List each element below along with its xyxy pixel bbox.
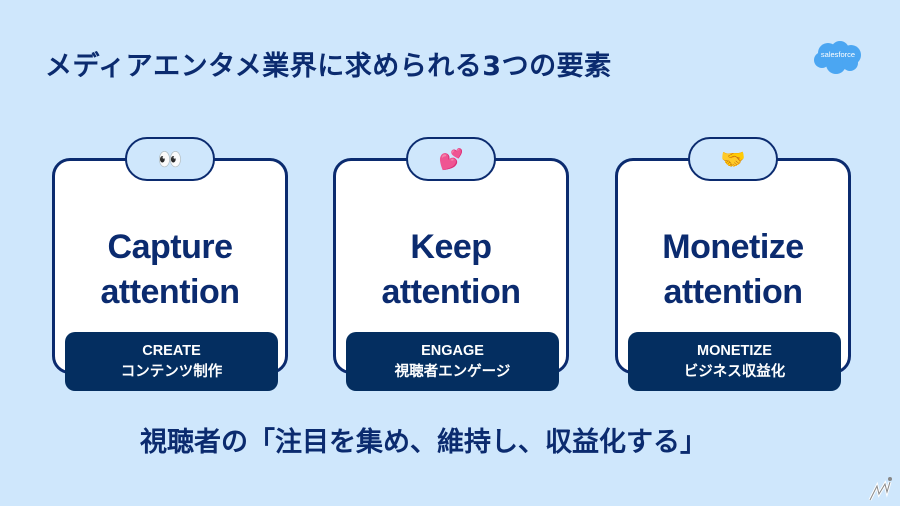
handshake-icon: 🤝 (688, 137, 778, 181)
cloud-icon (814, 41, 861, 74)
slide-title: メディアエンタメ業界に求められる3つの要素 (45, 51, 612, 82)
card-tag: CREATE コンテンツ制作 (65, 332, 278, 391)
card-tag: ENGAGE 視聴者エンゲージ (346, 332, 559, 391)
card-monetize: 🤝 Monetize attention MONETIZE ビジネス収益化 (615, 137, 851, 391)
card-heading: Capture attention (100, 228, 240, 311)
logo-text: salesforce (820, 50, 856, 59)
card-keep: 💕 Keep attention ENGAGE 視聴者エンゲージ (333, 137, 569, 391)
eyes-icon: 👀 (125, 137, 215, 181)
salesforce-logo: salesforce (812, 40, 864, 76)
card-heading: Monetize attention (662, 228, 804, 311)
card-heading: Keep attention (381, 228, 521, 311)
watermark-icon (868, 477, 892, 501)
card-capture: 👀 Capture attention CREATE コンテンツ制作 (52, 137, 288, 391)
slide-subtitle: 視聴者の「注目を集め、維持し、収益化する」 (140, 427, 707, 458)
two-hearts-icon: 💕 (406, 137, 496, 181)
card-tag: MONETIZE ビジネス収益化 (628, 332, 841, 391)
